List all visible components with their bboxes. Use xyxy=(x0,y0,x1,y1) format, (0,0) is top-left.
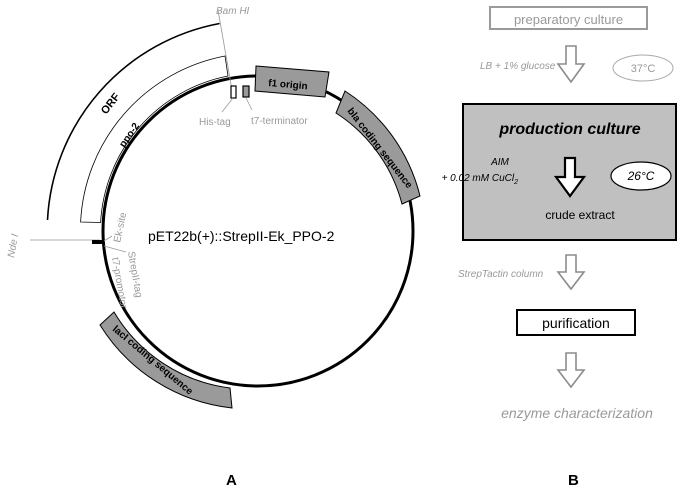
production-culture-label: production culture xyxy=(498,121,640,138)
crude-extract-label: crude extract xyxy=(545,208,615,222)
histag-marker xyxy=(230,85,237,99)
ppo2-gene-sector xyxy=(80,55,229,223)
bamhi-label: Bam HI xyxy=(216,6,250,17)
panel-label-b: B xyxy=(568,472,579,489)
plasmid-name: pET22b(+)::StrepII-Ek_PPO-2 xyxy=(148,228,335,244)
medium-line-2: + 0.02 mM CuCl2 xyxy=(442,173,519,186)
medium-line-1: AIM xyxy=(490,157,509,168)
histag-label: His-tag xyxy=(199,117,231,128)
bamhi-site-line xyxy=(217,9,233,91)
plasmid-map: ORF ppo-2 Bam HI Nde I His-tag t7-termin… xyxy=(6,6,421,409)
arrow-2 xyxy=(553,156,587,198)
bla-label: bla coding sequence xyxy=(345,106,415,191)
arrow-4 xyxy=(556,352,586,389)
t7-terminator-label: t7-terminator xyxy=(251,116,308,127)
t7-terminator-marker xyxy=(242,85,250,98)
ek-site-label: Ek-site xyxy=(112,211,129,244)
condition-2-label: StrepTactin column xyxy=(458,269,544,280)
medium-line-2-main: + 0.02 mM CuCl xyxy=(442,173,515,184)
laci-label: lacI coding sequence xyxy=(110,324,195,398)
t7term-leader xyxy=(245,97,253,111)
strep-label: StrepII-tag xyxy=(125,251,144,299)
temp-26-label: 26°C xyxy=(627,169,655,183)
bla-feature xyxy=(335,90,421,205)
f1-origin-feature xyxy=(254,65,330,98)
ek-site-leader xyxy=(103,235,113,242)
ek-site-marker xyxy=(92,240,104,244)
medium-line-2-sub: 2 xyxy=(513,179,518,186)
purification-label: purification xyxy=(542,315,610,331)
workflow: preparatory culture LB + 1% glucose 37°C… xyxy=(442,6,677,421)
arrow-1 xyxy=(556,45,586,84)
preparatory-culture-box xyxy=(489,6,648,30)
temp-37-label: 37°C xyxy=(631,63,656,75)
f1-origin-label: f1 origin xyxy=(268,78,308,92)
condition-1-label: LB + 1% glucose xyxy=(480,61,556,72)
purification-box xyxy=(516,309,636,336)
temp-37-badge xyxy=(612,54,674,82)
enzyme-characterization-label: enzyme characterization xyxy=(501,405,653,421)
histag-leader xyxy=(221,97,234,113)
orf-arc xyxy=(46,22,220,220)
preparatory-culture-label: preparatory culture xyxy=(514,12,623,27)
panel-label-a: A xyxy=(226,472,237,489)
temp-26-badge xyxy=(610,161,672,191)
ndei-label: Nde I xyxy=(6,233,21,259)
strep-leader xyxy=(103,245,127,253)
orf-label-text: ORF xyxy=(99,91,123,117)
laci-feature xyxy=(99,311,233,409)
arrow-3 xyxy=(556,254,586,291)
